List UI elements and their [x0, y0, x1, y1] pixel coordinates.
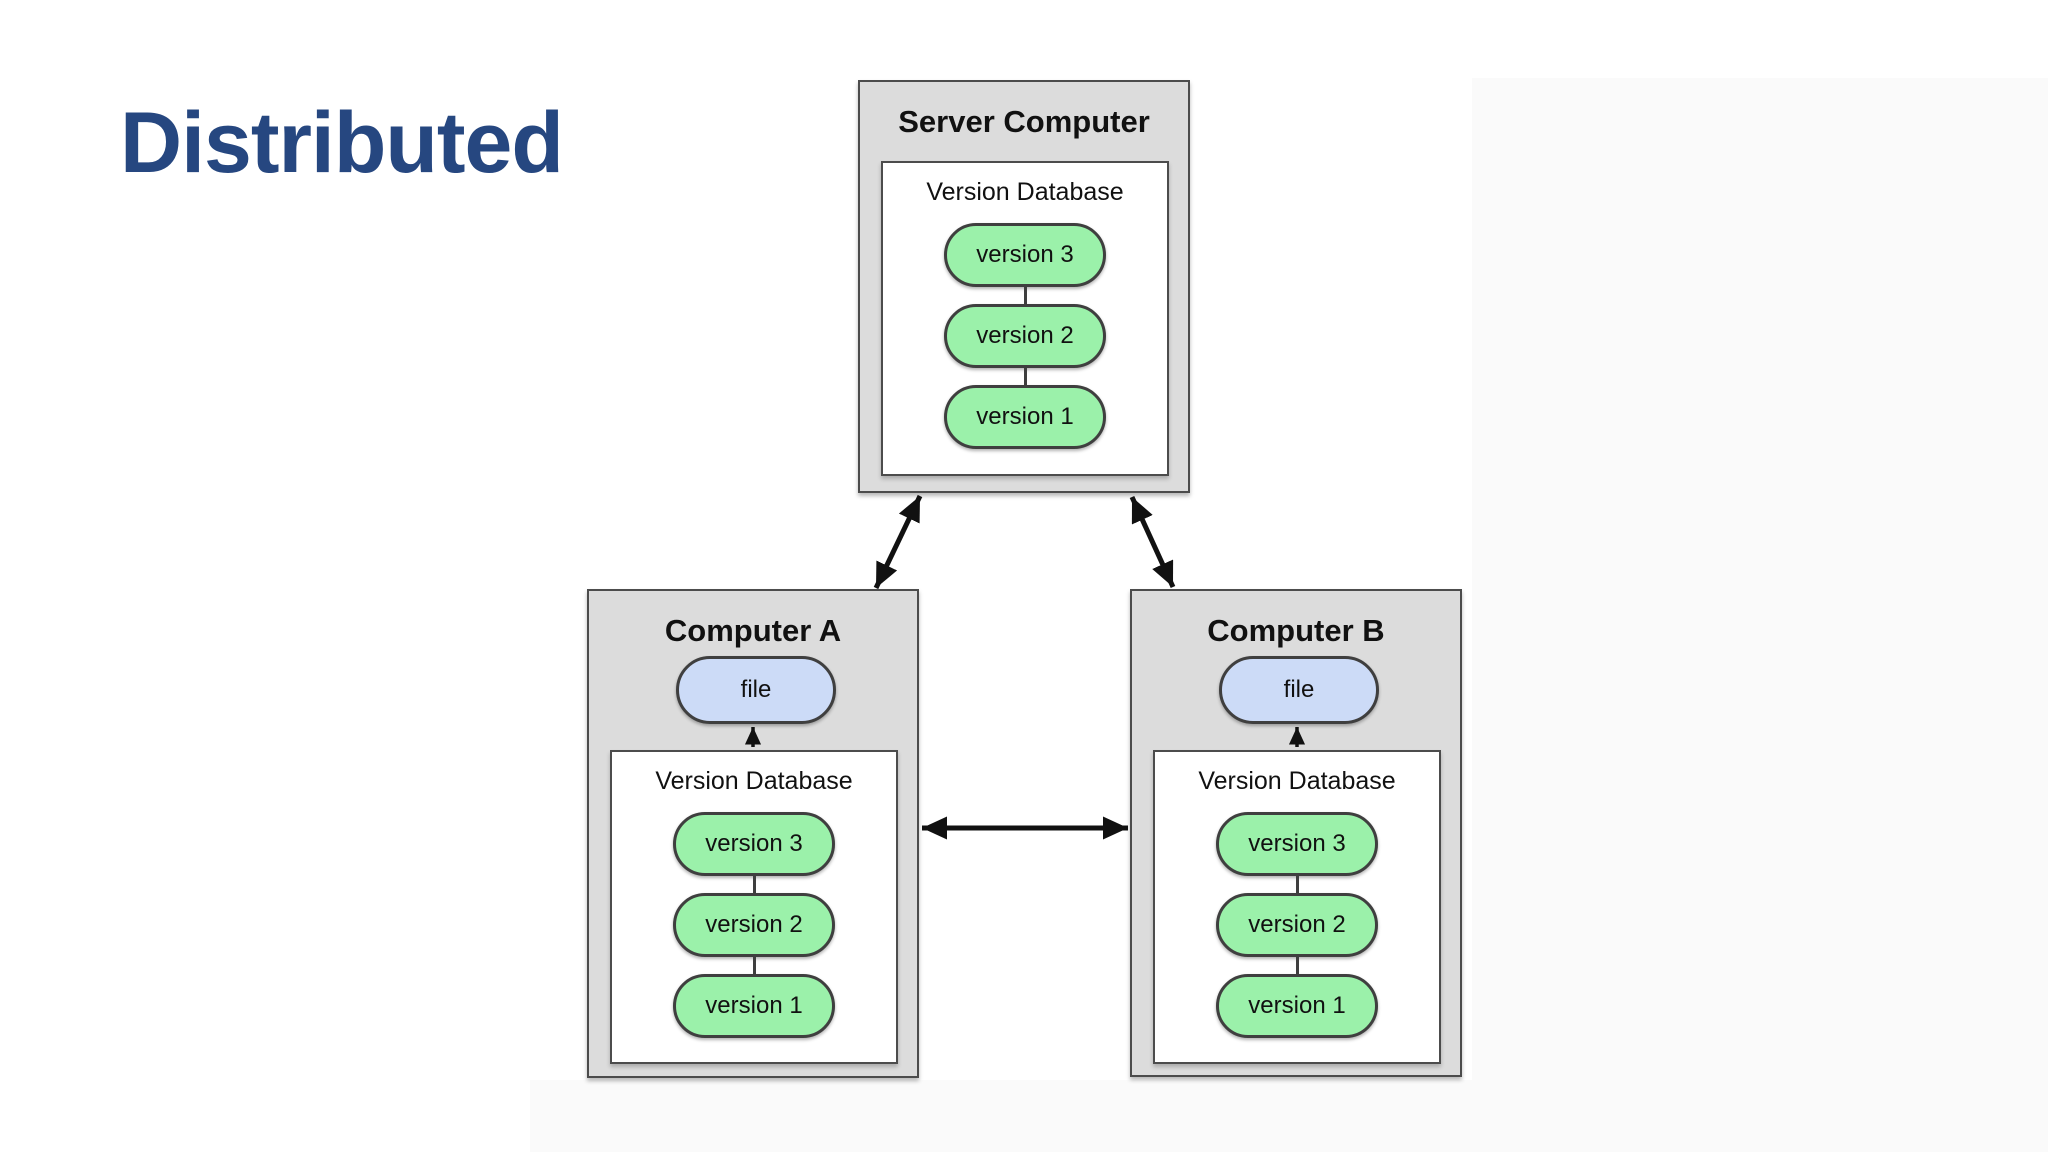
version-connector	[1295, 957, 1299, 974]
server-version-database-box: Version Database version 3 version 2 ver…	[881, 161, 1169, 476]
background-tint-bottom	[530, 1080, 1472, 1152]
server-version-2-pill: version 2	[944, 304, 1106, 368]
computer-a-file-pill: file	[676, 656, 836, 724]
version-connector	[1023, 368, 1027, 385]
computer-a-version-database-box: Version Database version 3 version 2 ver…	[610, 750, 898, 1064]
computer-a-title: Computer A	[664, 613, 842, 648]
computer-b-version-1-pill: version 1	[1216, 974, 1378, 1038]
version-connector	[752, 957, 756, 974]
computer-b-title: Computer B	[1207, 613, 1385, 648]
background-tint-right	[1472, 78, 2048, 1152]
server-computer-b-arrow	[1129, 495, 1176, 589]
computer-b-file-pill: file	[1219, 656, 1379, 724]
server-version-1-pill: version 1	[944, 385, 1106, 449]
version-connector	[1295, 876, 1299, 893]
server-computer-a-arrow	[873, 494, 923, 590]
computer-a-version-1-pill: version 1	[673, 974, 835, 1038]
computer-a-version-2-pill: version 2	[673, 893, 835, 957]
computer-a-box: Computer A file Version Database version…	[587, 589, 919, 1078]
computer-b-version-database-label: Version Database	[1198, 767, 1396, 795]
computer-b-version-3-pill: version 3	[1216, 812, 1378, 876]
version-connector	[752, 876, 756, 893]
computer-b-version-database-box: Version Database version 3 version 2 ver…	[1153, 750, 1441, 1064]
version-connector	[1023, 287, 1027, 304]
server-computer-box: Server Computer Version Database version…	[858, 80, 1190, 493]
computer-a-version-3-pill: version 3	[673, 812, 835, 876]
computer-a-version-database-label: Version Database	[655, 767, 853, 795]
server-version-database-label: Version Database	[926, 178, 1124, 206]
slide-title: Distributed	[120, 95, 564, 191]
computer-b-version-2-pill: version 2	[1216, 893, 1378, 957]
server-computer-title: Server Computer	[898, 104, 1150, 139]
computer-b-box: Computer B file Version Database version…	[1130, 589, 1462, 1077]
server-version-3-pill: version 3	[944, 223, 1106, 287]
